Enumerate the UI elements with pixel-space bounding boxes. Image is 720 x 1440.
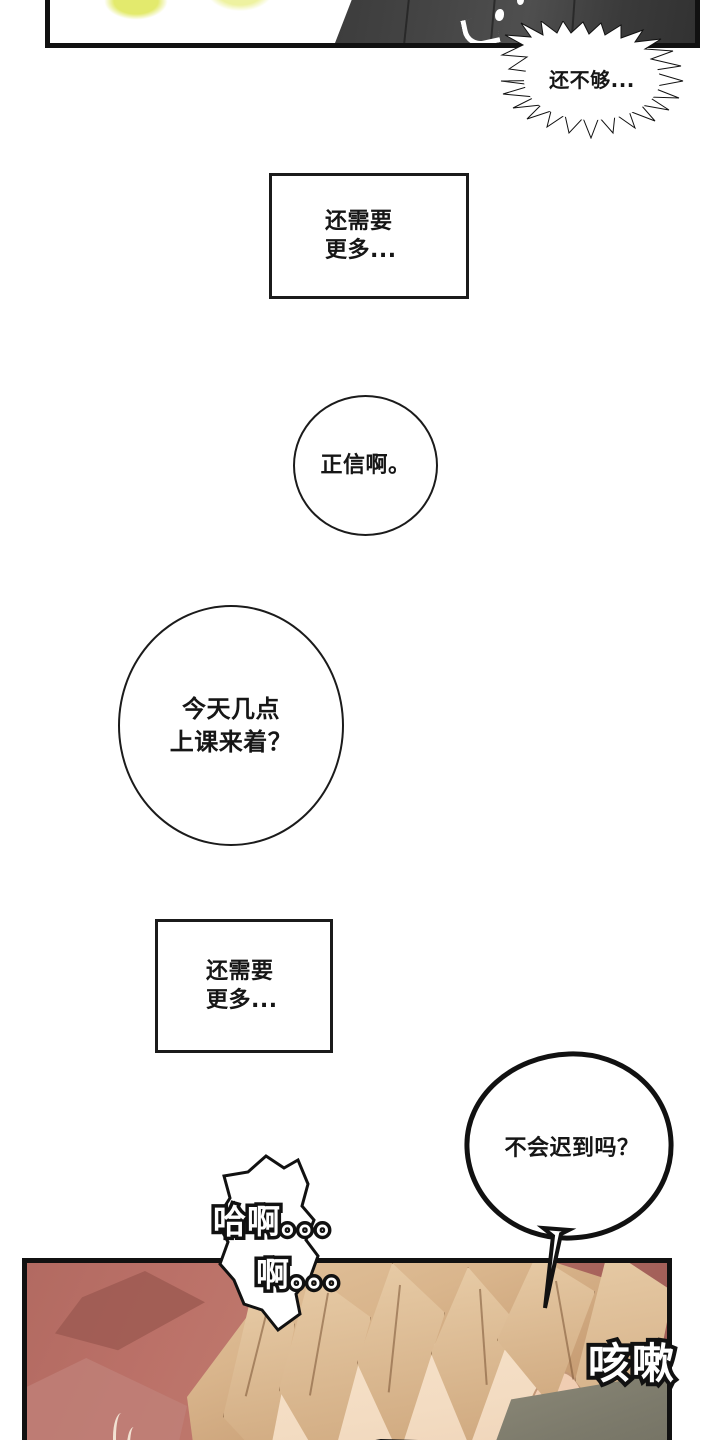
breath-cloud-shape (214, 1154, 364, 1334)
box-speech-bubble-1: 还需要 更多... (269, 173, 469, 299)
box-speech-bubble-2: 还需要 更多... (155, 919, 333, 1053)
round-speech-bubble-2: 今天几点 上课来着？ (118, 605, 344, 846)
squiggle-mark (460, 13, 501, 43)
tailed-speech-bubble: 不会迟到吗？ (457, 1050, 687, 1312)
round-bubble-2-text: 今天几点 上课来着？ (169, 695, 293, 756)
wisp-line (127, 1427, 144, 1440)
droplet-mark (517, 0, 524, 5)
round-speech-bubble-1: 正信啊。 (293, 395, 438, 536)
breath-outline (214, 1154, 320, 1333)
road-seam-line (398, 0, 421, 43)
burst-speech-bubble: 还不够... (497, 21, 687, 139)
sfx-haa-text: 哈啊。。。 (210, 1199, 353, 1245)
round-bubble-1-text: 正信啊。 (320, 452, 411, 478)
droplet-mark (495, 9, 504, 21)
sfx-cough-text: 咳嗽 (584, 1335, 678, 1392)
bubble-tail (536, 1225, 577, 1309)
tailed-bubble-text: 不会迟到吗？ (504, 1136, 640, 1161)
sfx-aa-text: 啊。。。 (253, 1252, 362, 1298)
bubble-body (464, 1051, 674, 1241)
wisp-line (113, 1413, 134, 1440)
box-bubble-1-text: 还需要 更多... (325, 208, 397, 263)
burst-bubble-text: 还不够... (549, 67, 635, 92)
comic-panel-bottom (22, 1258, 672, 1440)
box-bubble-2-text: 还需要 更多... (206, 958, 278, 1013)
